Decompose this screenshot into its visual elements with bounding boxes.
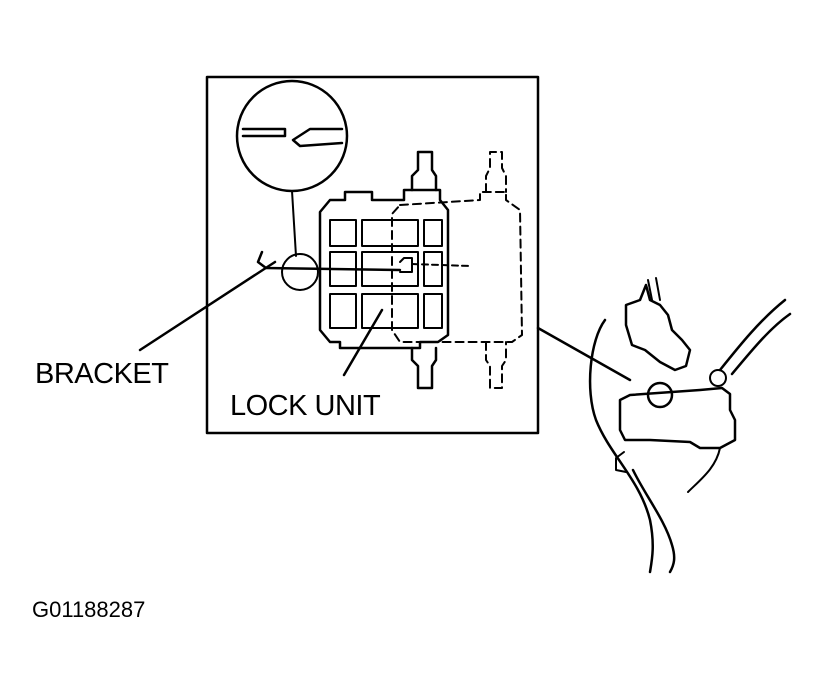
lock-unit-leader-line bbox=[342, 308, 384, 377]
door-mechanism bbox=[588, 277, 792, 574]
bracket-leader-line bbox=[138, 260, 277, 352]
figure-code: G01188287 bbox=[32, 597, 145, 622]
lock-unit-label: LOCK UNIT bbox=[230, 390, 381, 422]
bracket-part bbox=[256, 250, 471, 273]
inset-pointer-line bbox=[536, 326, 632, 382]
lock-unit-body bbox=[318, 150, 450, 390]
detail-magnifier bbox=[235, 79, 349, 257]
inset-frame bbox=[205, 75, 540, 435]
bracket-label: BRACKET bbox=[35, 358, 169, 390]
bracket-callout-circle bbox=[281, 253, 319, 291]
lock-unit-ghost bbox=[391, 151, 523, 389]
